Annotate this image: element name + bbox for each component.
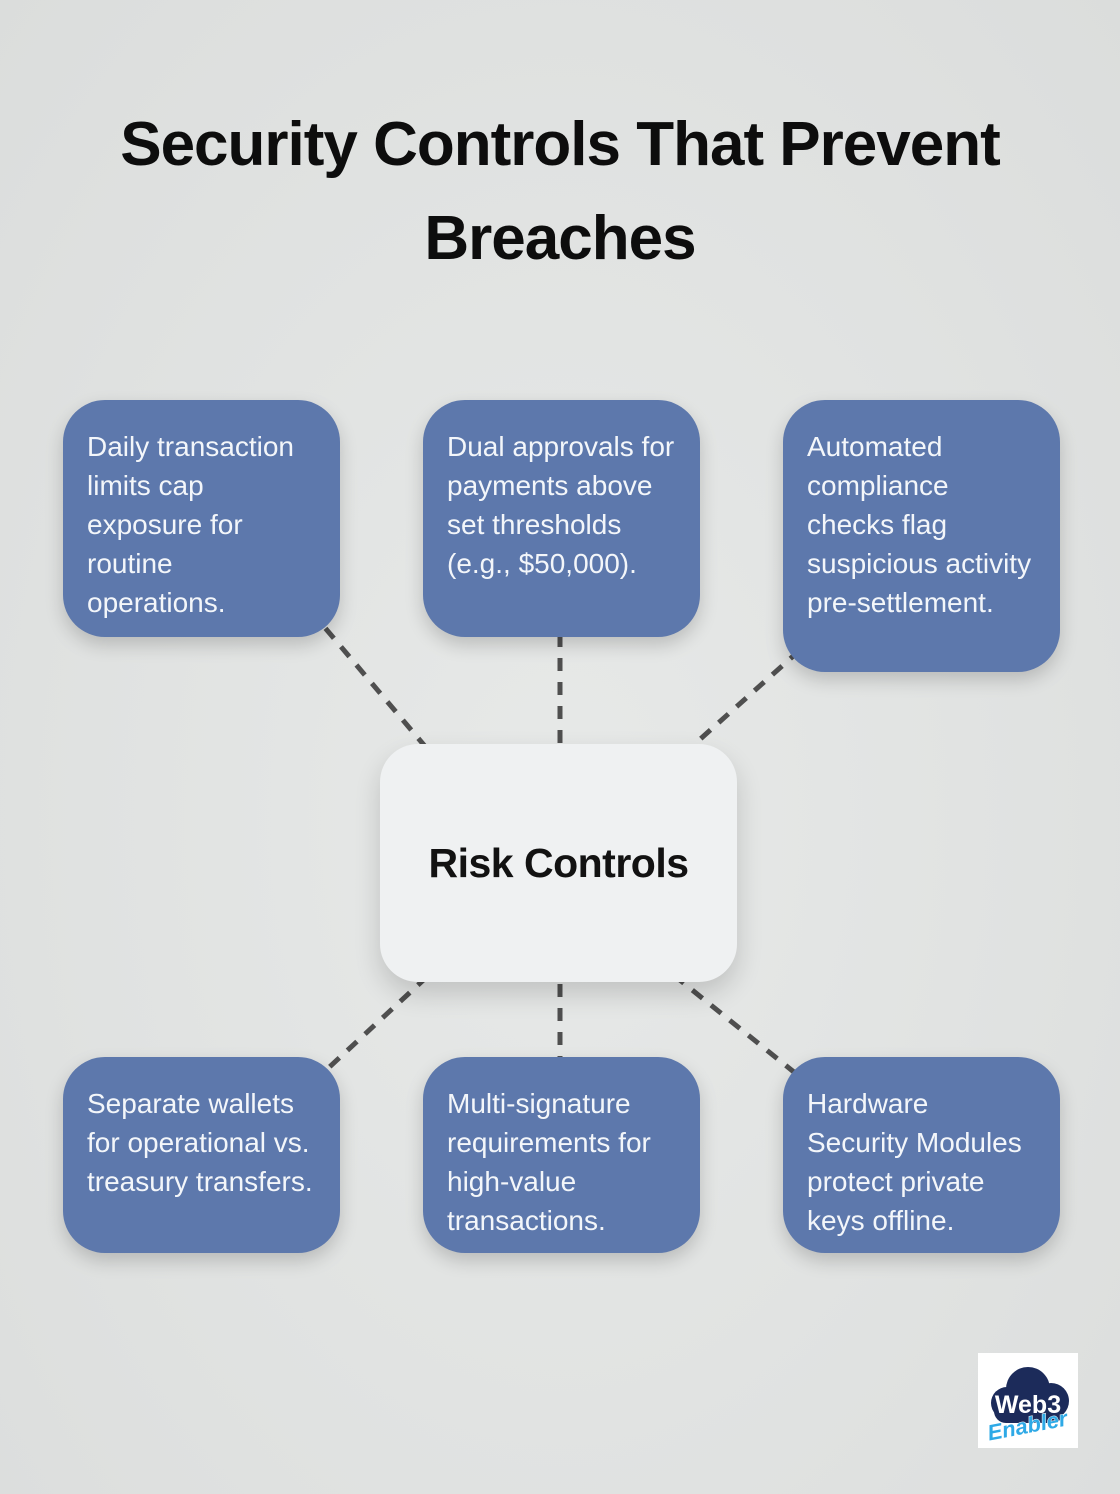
node-text: Separate wallets for operational vs. tre… <box>87 1088 313 1197</box>
node-text: Hardware Security Modules protect privat… <box>807 1088 1022 1236</box>
node-text: Daily transaction limits cap exposure fo… <box>87 431 294 618</box>
node-text: Automated compliance checks flag suspici… <box>807 431 1032 618</box>
node-daily-transaction-limits: Daily transaction limits cap exposure fo… <box>63 400 340 637</box>
logo-web3-text: Web3 <box>995 1391 1061 1419</box>
node-hardware-security-modules: Hardware Security Modules protect privat… <box>783 1057 1060 1253</box>
node-text: Dual approvals for payments above set th… <box>447 431 675 579</box>
connector-top-left <box>308 608 447 772</box>
center-node-risk-controls: Risk Controls <box>380 744 737 982</box>
node-multi-signature: Multi-signature requirements for high-va… <box>423 1057 700 1253</box>
node-dual-approvals: Dual approvals for payments above set th… <box>423 400 700 637</box>
node-text: Multi-signature requirements for high-va… <box>447 1088 651 1236</box>
page-title: Security Controls That Prevent Breaches <box>120 110 1001 273</box>
cloud-logo-icon: Web3 Enabler <box>985 1367 1071 1446</box>
node-automated-compliance: Automated compliance checks flag suspici… <box>783 400 1060 672</box>
node-separate-wallets: Separate wallets for operational vs. tre… <box>63 1057 340 1253</box>
center-node-label: Risk Controls <box>428 839 689 886</box>
web3-enabler-logo: Web3 Enabler <box>978 1353 1078 1448</box>
